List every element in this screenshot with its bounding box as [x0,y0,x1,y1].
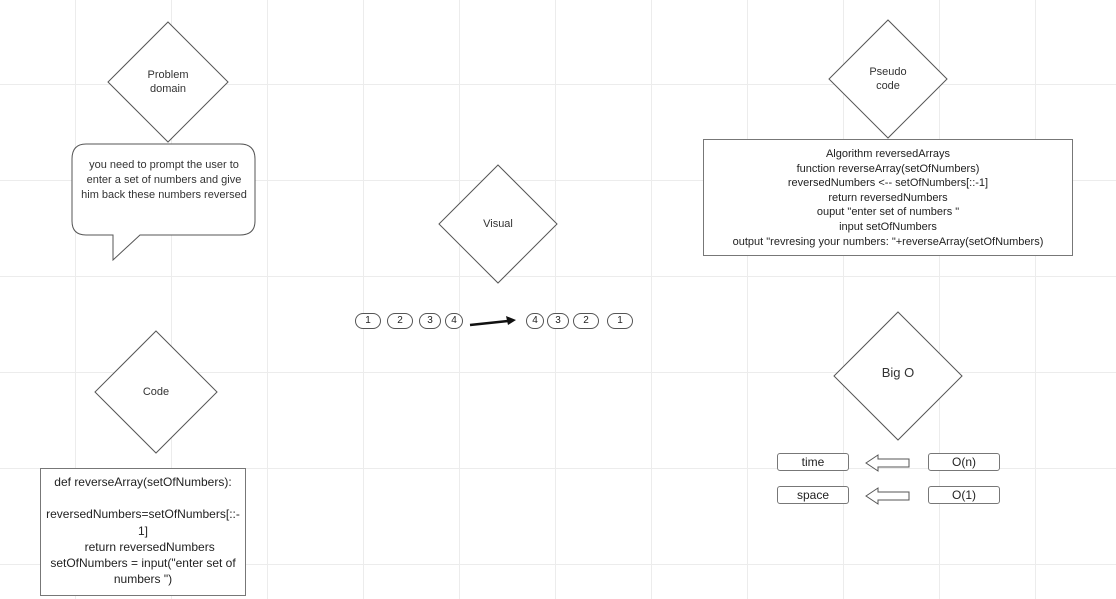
code-box: def reverseArray(setOfNumbers): reversed… [40,468,246,596]
input-number-pill: 1 [355,313,381,329]
time-label-box: time [777,453,849,471]
pseudo-code-box: Algorithm reversedArrays function revers… [703,139,1073,256]
output-number-pill: 2 [573,313,599,329]
output-number-pill: 3 [547,313,569,329]
code-line: setOfNumbers = input("enter set of numbe… [50,556,240,587]
input-number-pill: 3 [419,313,441,329]
output-number-pill: 4 [526,313,544,329]
pseudo-line: output "revresing your numbers: "+revers… [732,235,1044,248]
pseudo-line: ouput "enter set of numbers " [816,206,960,219]
speech-bubble-shape [71,143,256,262]
pseudo-line: Algorithm reversedArrays [825,148,951,160]
pseudo-line: function reverseArray(setOfNumbers) [796,162,980,175]
output-number-pill: 1 [607,313,633,329]
pseudo-code-label: Pseudo code [869,66,907,92]
space-value-box: O(1) [928,486,1000,504]
code-line: return reversedNumbers [71,539,215,554]
problem-domain-label: Problem domain [147,69,189,95]
big-o-diamond: Big O [833,311,963,441]
time-value-box: O(n) [928,453,1000,471]
code-label: Code [142,386,170,398]
pseudo-line: input setOfNumbers [839,220,937,233]
code-line: reversedNumbers=setOfNumbers[::-1] [46,507,240,538]
reverse-arrow-icon [469,316,516,327]
pseudo-line: return reversedNumbers [828,191,948,204]
code-line [45,490,241,506]
big-o-label: Big O [881,365,915,380]
left-arrow-icon [865,487,910,505]
pseudo-line: reversedNumbers <-- setOfNumbers[::-1] [787,177,989,190]
code-diamond: Code [94,330,218,454]
visual-diamond: Visual [438,164,558,284]
space-label-box: space [777,486,849,504]
speech-bubble-text: you need to prompt the user to enter a s… [81,159,247,201]
input-number-pill: 4 [445,313,463,329]
problem-domain-diamond: Problem domain [107,21,229,143]
left-arrow-icon [865,454,910,472]
visual-label: Visual [483,218,513,230]
pseudo-code-diamond: Pseudo code [828,19,948,139]
code-line: def reverseArray(setOfNumbers): [54,475,232,489]
input-number-pill: 2 [387,313,413,329]
